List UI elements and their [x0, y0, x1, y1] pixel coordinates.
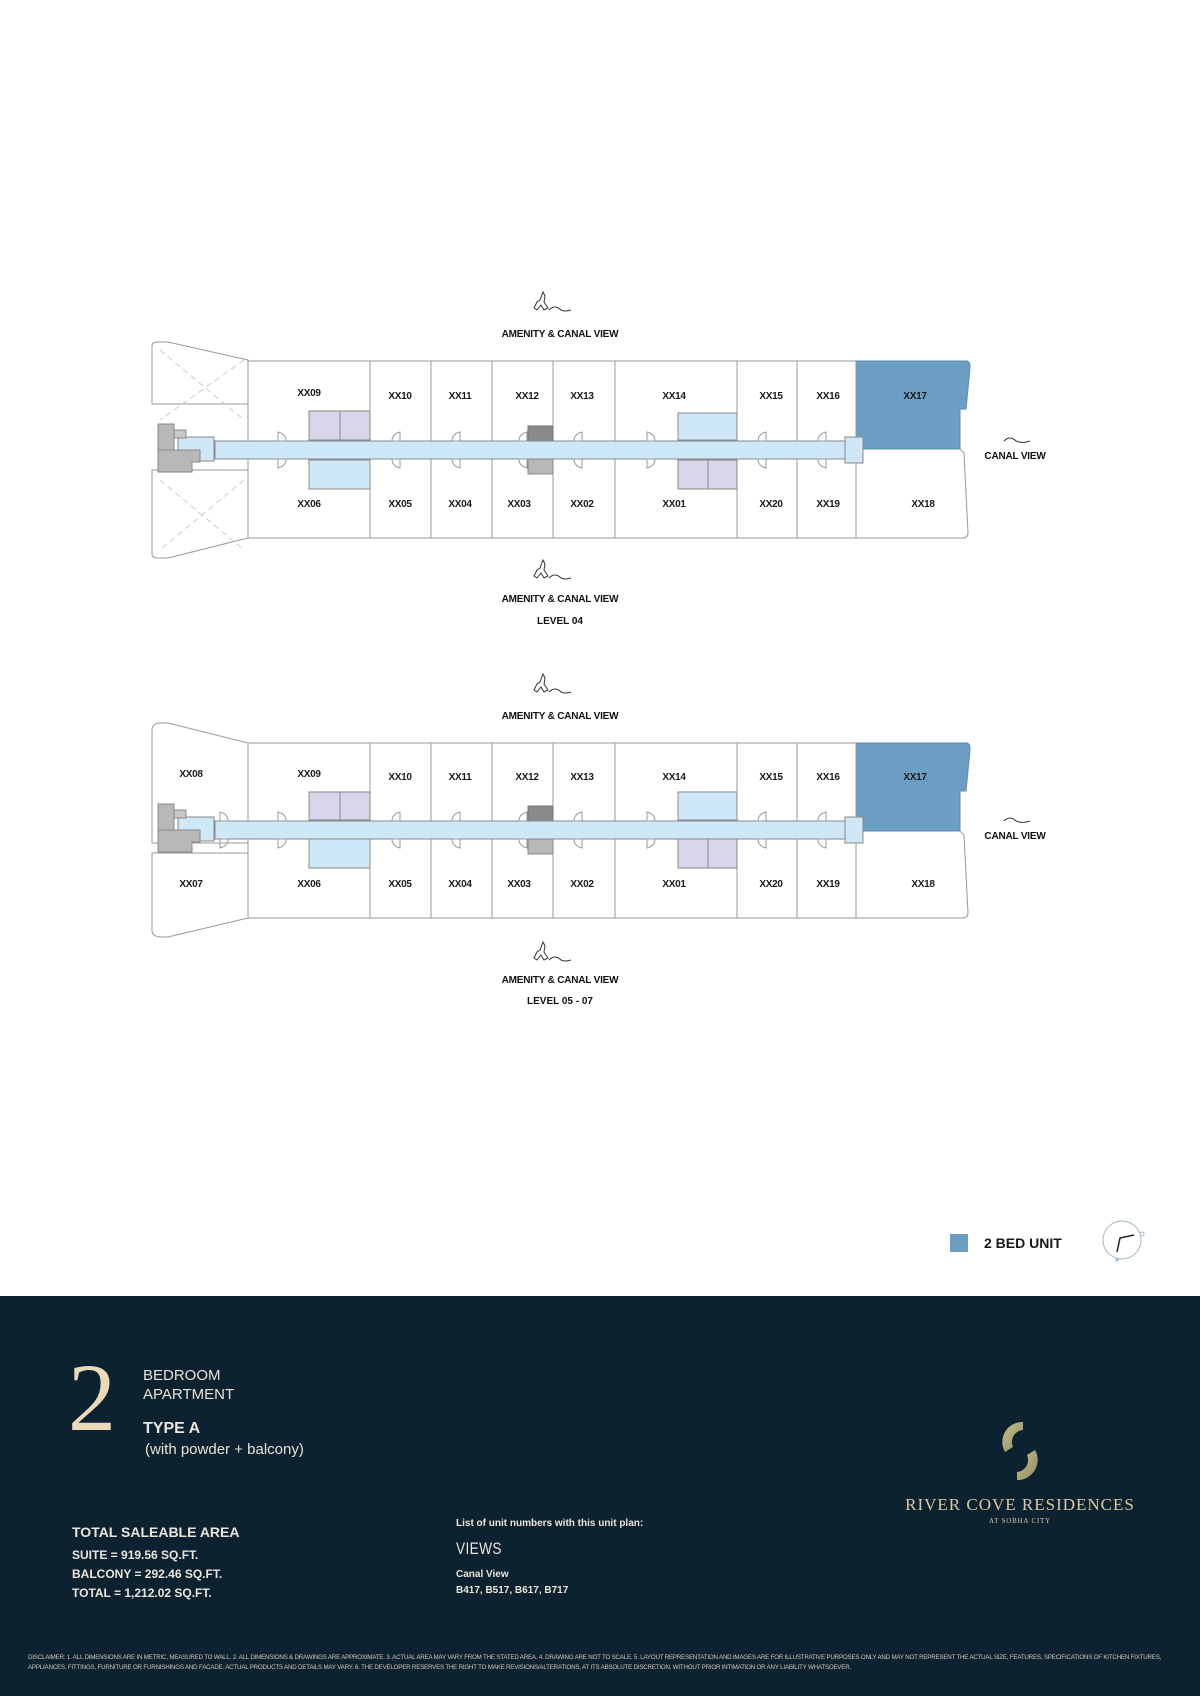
footer-panel: [0, 1296, 1200, 1696]
brand-name: RIVER COVE RESIDENCES: [905, 1495, 1135, 1514]
svg-text:XX14: XX14: [662, 772, 686, 783]
svg-text:XX07: XX07: [179, 879, 203, 890]
highlighted-unit-xx17[interactable]: [855, 742, 971, 832]
svg-text:XX13: XX13: [570, 772, 594, 783]
view-label-top: AMENITY & CANAL VIEW: [501, 329, 619, 340]
svg-text:XX14: XX14: [662, 391, 686, 402]
brand-logo: RIVER COVE RESIDENCES AT SOBHA CITY: [880, 1420, 1160, 1525]
bedroom-apartment-label: BEDROOM APARTMENT: [143, 1366, 234, 1404]
level-label: LEVEL 05 - 07: [527, 996, 593, 1007]
svg-text:XX12: XX12: [515, 772, 539, 783]
svg-text:XX08: XX08: [179, 769, 203, 780]
svg-text:XX10: XX10: [388, 391, 412, 402]
view-label-top: AMENITY & CANAL VIEW: [501, 711, 619, 722]
views-category: Canal View: [456, 1569, 509, 1580]
svg-text:XX20: XX20: [759, 879, 783, 890]
svg-text:XX15: XX15: [759, 391, 783, 402]
level-label: LEVEL 04: [537, 616, 583, 627]
svg-text:XX16: XX16: [816, 391, 840, 402]
views-block: List of unit numbers with this unit plan…: [456, 1518, 643, 1599]
svg-text:XX19: XX19: [816, 499, 840, 510]
floor-plan-drawing: XX09 XX10 XX11 XX12 XX13 XX14 XX15 XX16 …: [151, 290, 1031, 580]
svg-text:XX10: XX10: [388, 772, 412, 783]
apartment-label: APARTMENT: [143, 1386, 235, 1403]
svg-text:XX05: XX05: [388, 499, 412, 510]
views-unit-list: B417, B517, B617, B717: [456, 1585, 569, 1596]
canal-icon: [1003, 817, 1031, 823]
svg-text:XX01: XX01: [662, 499, 686, 510]
views-title: VIEWS: [456, 1539, 502, 1558]
svg-text:XX04: XX04: [448, 499, 472, 510]
type-description: (with powder + balcony): [145, 1441, 304, 1458]
legend: 2 BED UNIT: [950, 1234, 1062, 1252]
amenity-icon: [533, 558, 572, 580]
svg-text:XX17: XX17: [903, 391, 927, 402]
highlighted-unit-xx17[interactable]: [855, 360, 971, 450]
area-suite: SUITE = 919.56 SQ.FT.: [72, 1548, 199, 1562]
amenity-icon: [533, 290, 572, 312]
svg-text:XX09: XX09: [297, 769, 321, 780]
view-label-bottom: AMENITY & CANAL VIEW: [501, 594, 619, 605]
svg-text:XX15: XX15: [759, 772, 783, 783]
type-label: TYPE A: [143, 1420, 201, 1437]
svg-text:XX12: XX12: [515, 391, 539, 402]
view-label-side: CANAL VIEW: [984, 831, 1046, 842]
svg-text:XX04: XX04: [448, 879, 472, 890]
svg-text:XX16: XX16: [816, 772, 840, 783]
river-cove-logo-icon: [1002, 1421, 1038, 1481]
svg-text:XX11: XX11: [449, 391, 472, 402]
north-arrow-compass-icon: [1102, 1220, 1145, 1262]
area-balcony: BALCONY = 292.46 SQ.FT.: [72, 1567, 223, 1581]
svg-text:XX02: XX02: [570, 499, 594, 510]
disclaimer-text: DISCLAIMER: 1. ALL DIMENSIONS ARE IN MET…: [28, 1654, 1162, 1671]
legend-swatch-2-bed: [950, 1234, 968, 1252]
svg-text:XX06: XX06: [297, 499, 321, 510]
svg-text:XX02: XX02: [570, 879, 594, 890]
area-total: TOTAL = 1,212.02 SQ.FT.: [72, 1586, 212, 1600]
area-title: TOTAL SALEABLE AREA: [72, 1524, 240, 1540]
svg-text:XX03: XX03: [507, 879, 531, 890]
view-label-bottom: AMENITY & CANAL VIEW: [501, 975, 619, 986]
legend-label: 2 BED UNIT: [984, 1235, 1062, 1251]
svg-text:XX06: XX06: [297, 879, 321, 890]
svg-text:XX19: XX19: [816, 879, 840, 890]
svg-text:XX09: XX09: [297, 388, 321, 399]
svg-text:XX01: XX01: [662, 879, 686, 890]
amenity-icon: [533, 940, 572, 962]
brand-subtitle: AT SOBHA CITY: [988, 1517, 1051, 1525]
canal-icon: [1003, 437, 1031, 443]
bedroom-label: BEDROOM: [143, 1367, 221, 1384]
svg-text:XX18: XX18: [911, 499, 935, 510]
views-intro: List of unit numbers with this unit plan…: [456, 1518, 644, 1529]
svg-text:XX18: XX18: [911, 879, 935, 890]
svg-text:XX03: XX03: [507, 499, 531, 510]
svg-text:XX13: XX13: [570, 391, 594, 402]
floor-plan-drawing: XX08 XX07 XX09 XX10 XX11 XX12 XX13 XX14 …: [151, 672, 1031, 962]
amenity-icon: [533, 672, 572, 694]
svg-text:XX11: XX11: [449, 772, 472, 783]
svg-text:XX20: XX20: [759, 499, 783, 510]
view-label-side: CANAL VIEW: [984, 451, 1046, 462]
svg-text:XX05: XX05: [388, 879, 412, 890]
svg-text:XX17: XX17: [903, 772, 927, 783]
bedroom-count: 2: [68, 1344, 116, 1451]
saleable-area-block: TOTAL SALEABLE AREA SUITE = 919.56 SQ.FT…: [72, 1524, 240, 1603]
